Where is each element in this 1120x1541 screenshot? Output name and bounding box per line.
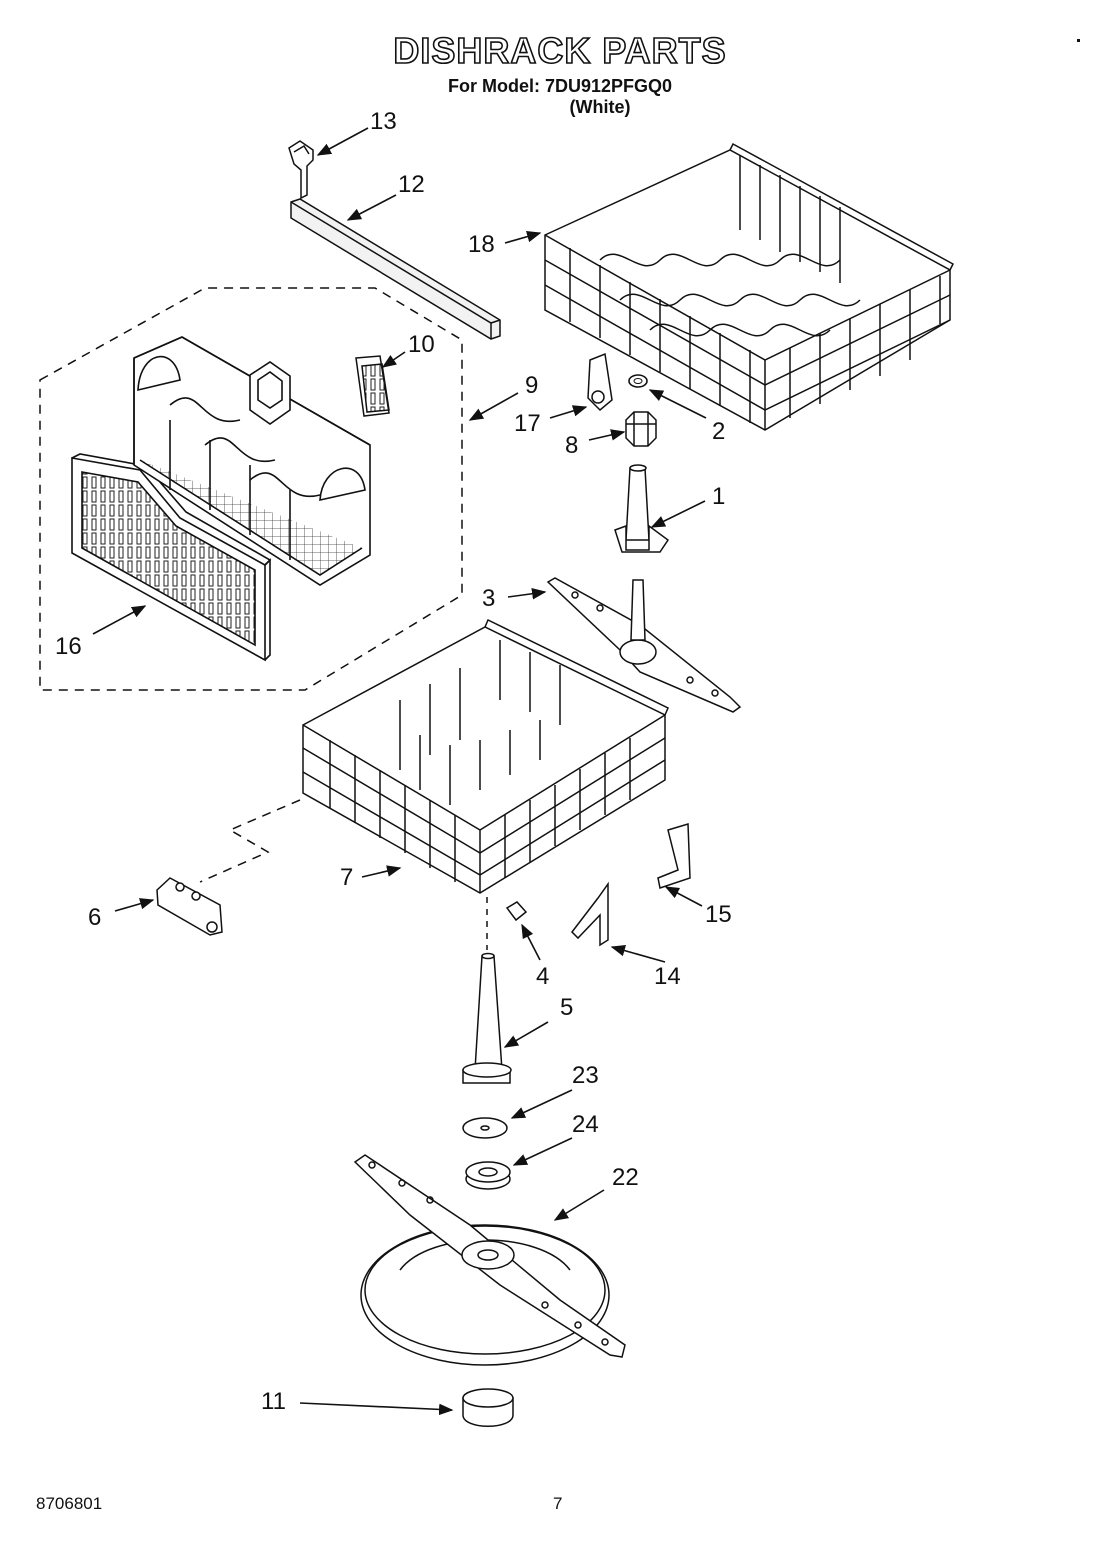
part-13-clip [288,140,314,200]
part-4-cap [505,901,528,922]
part-6-roller-bracket [156,877,223,936]
callout-16: 16 [55,633,82,660]
part-9-silverware-basket [133,336,371,586]
arrow-10 [381,351,406,368]
variant-line: (White) [569,97,631,117]
callout-7: 7 [340,864,354,891]
arrow-4 [521,923,541,961]
arrow-8 [588,429,626,441]
footer-page-number: 7 [553,1494,563,1513]
callout-13: 13 [370,108,397,135]
part-14-bracket [571,881,609,947]
part-11-ring [462,1388,514,1427]
leader-arrows [92,127,707,1416]
callout-15: 15 [705,901,732,928]
part-15-bracket [657,823,691,889]
corner-mark [1077,39,1080,42]
part-17-bracket [587,352,613,412]
arrow-15 [664,886,703,907]
callout-11: 11 [261,1388,286,1415]
callout-17: 17 [514,410,541,437]
part-12-rail [290,198,501,340]
callout-1: 1 [712,483,726,510]
part-2-washer [628,374,648,388]
arrow-18 [504,231,542,244]
arrow-3 [507,588,547,600]
callout-10: 10 [408,331,435,358]
part-18-upper-rack [544,142,954,431]
part-22-lower-spray-arm [353,1154,626,1366]
part-3-upper-spray-arm [546,577,742,713]
callout-6: 6 [88,904,102,931]
page-title: DISHRACK PARTS [393,29,727,72]
arrow-16 [92,605,147,635]
part-23-washer [462,1117,508,1139]
callout-22: 22 [612,1164,639,1191]
rack-6-connector-lines [199,799,301,883]
callout-5: 5 [560,994,574,1021]
arrow-23 [510,1089,573,1119]
part-8-nut [625,411,657,447]
part-16-basket-lid [71,453,272,662]
arrow-1 [650,500,706,528]
part-1-feed-tube [614,464,670,553]
arrow-2 [648,389,707,419]
arrow-17 [549,405,588,419]
arrow-11 [299,1402,454,1416]
callout-18: 18 [468,231,495,258]
arrow-7 [361,865,402,878]
callout-23: 23 [572,1062,599,1089]
arrow-14 [610,944,666,963]
callout-14: 14 [654,963,681,990]
arrow-12 [346,194,397,221]
callout-3: 3 [482,585,496,612]
callout-4: 4 [536,963,550,990]
callout-2: 2 [712,418,726,445]
arrow-24 [512,1137,573,1166]
footer-part-code: 8706801 [36,1494,103,1513]
callout-24: 24 [572,1111,599,1138]
arrow-9 [468,392,519,421]
callout-12: 12 [398,171,425,198]
callout-9: 9 [525,372,539,399]
part-10-cover [355,355,390,417]
arrow-5 [503,1021,549,1048]
callout-8: 8 [565,432,579,459]
model-line: For Model: 7DU912PFGQ0 [447,76,673,96]
arrow-6 [114,898,155,912]
part-7-lower-rack [302,618,669,894]
arrow-22 [553,1189,605,1221]
arrow-13 [316,127,369,156]
part-5-center-tube [462,952,512,1084]
part-24-bushing [465,1161,511,1190]
